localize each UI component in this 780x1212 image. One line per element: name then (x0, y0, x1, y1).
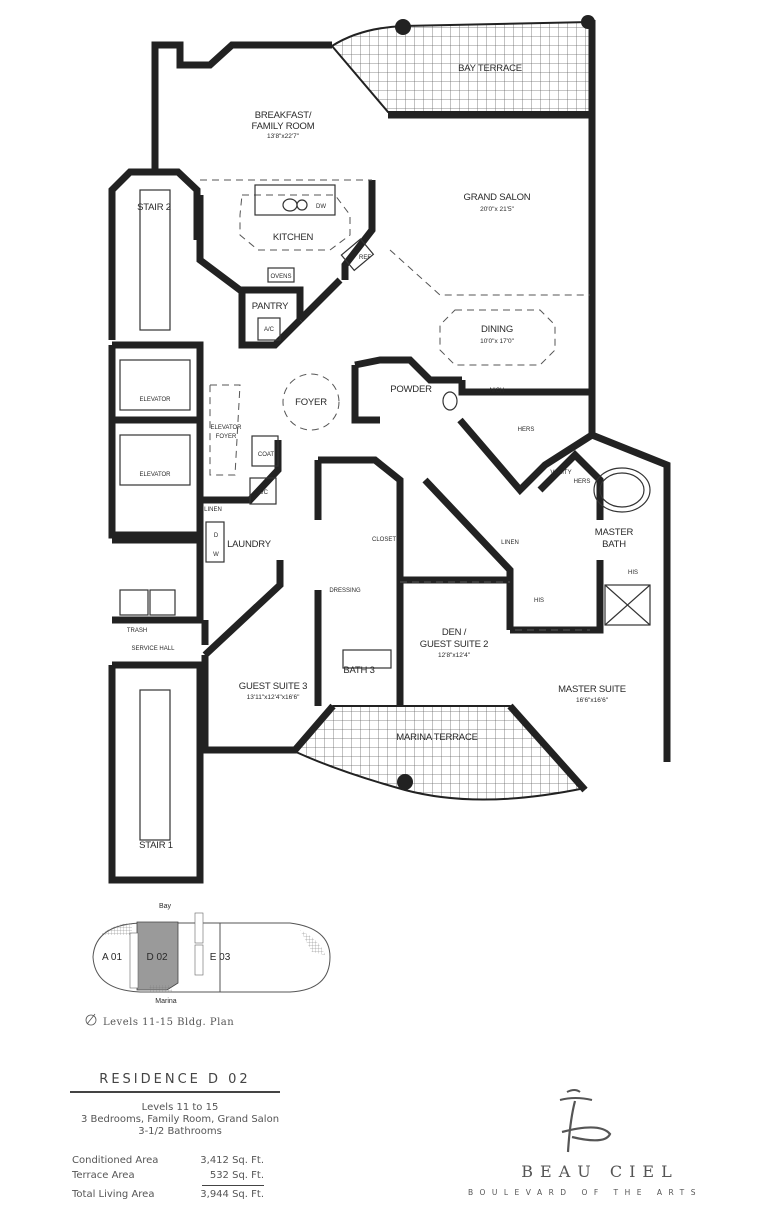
keyplan-caption: Levels 11-15 Bldg. Plan (103, 1017, 235, 1028)
label-service-hall: SERVICE HALL (132, 646, 176, 652)
area-value: 3,412 Sq. Ft. (200, 1155, 264, 1166)
keyplan-unit-e03: E 03 (210, 952, 231, 963)
north-arrow-icon (85, 1013, 97, 1026)
residence-bedrooms: 3 Bedrooms, Family Room, Grand Salon (80, 1114, 280, 1125)
label-trash: TRASH (127, 628, 147, 634)
label-linen: LINEN (204, 507, 222, 513)
room-label-hers-closet: HERS (518, 427, 535, 433)
label-hers-vanity: HERS (574, 479, 591, 485)
room-label-his-closet: HIS (534, 598, 544, 604)
marina-terrace (294, 705, 587, 801)
keyplan-label-bay: Bay (159, 903, 172, 910)
room-label-grand-salon: GRAND SALON (464, 192, 531, 203)
label-linen: LINEN (501, 540, 519, 546)
room-label-dining: DINING (481, 324, 513, 335)
room-label-kitchen: KITCHEN (273, 232, 314, 243)
residence-title: RESIDENCE D 02 (70, 1072, 280, 1093)
room-label-powder: POWDER (390, 384, 432, 395)
room-label-marina-terrace: MARINA TERRACE (396, 732, 478, 743)
key-plan: Bay Marina A 01 D 02 E 03 (85, 903, 331, 1026)
residence-levels: Levels 11 to 15 (141, 1102, 219, 1113)
area-row-terrace: Terrace Area 532 Sq. Ft. (72, 1170, 264, 1181)
brand-tagline: BOULEVARD OF THE ARTS (467, 1188, 703, 1197)
room-label-elevator: ELEVATOR (139, 472, 171, 478)
label-washer: W (213, 552, 219, 558)
room-label-pantry: PANTRY (252, 301, 289, 312)
label-ovens: OVENS (270, 274, 291, 280)
label-his-vanity: HIS (628, 570, 638, 576)
room-label-stair-1: STAIR 1 (139, 840, 173, 851)
label-dryer: D (214, 533, 219, 539)
label-niche: NICH (490, 388, 505, 394)
room-dim-grand-salon: 20'0"x 21'5" (480, 206, 515, 213)
room-label-laundry: LAUNDRY (227, 539, 272, 550)
room-label-guest-suite-2: GUEST SUITE 2 (420, 639, 489, 650)
room-label-den: DEN / (442, 627, 467, 638)
room-dim-guest-suite-2: 12'8"x12'4" (438, 652, 471, 659)
walls (108, 20, 671, 884)
column (395, 19, 411, 35)
room-label-dressing: DRESSING (329, 588, 361, 594)
label-coat: COAT (258, 452, 275, 458)
room-label-breakfast: BREAKFAST/ (255, 110, 312, 121)
room-label-master-suite: MASTER SUITE (558, 684, 626, 695)
room-label-elevator-foyer: ELEVATOR (210, 425, 242, 431)
beau-ciel-logo-mark (559, 1089, 612, 1153)
room-label-elevator-foyer: FOYER (216, 434, 237, 440)
residence-description: Levels 11 to 15 3 Bedrooms, Family Room,… (60, 1102, 300, 1138)
area-value: 3,944 Sq. Ft. (200, 1189, 264, 1200)
residence-bathrooms: 3-1/2 Bathrooms (138, 1126, 222, 1137)
area-row-conditioned: Conditioned Area 3,412 Sq. Ft. (72, 1155, 264, 1166)
label-dishwasher: DW (316, 204, 326, 210)
area-label: Terrace Area (72, 1170, 135, 1181)
room-dim-dining: 10'0"x 17'0" (480, 338, 515, 345)
fixtures (119, 184, 651, 841)
label-ac: A/C (264, 327, 275, 333)
room-label-elevator: ELEVATOR (139, 397, 171, 403)
room-label-bath-3: BATH 3 (343, 665, 374, 676)
room-label-master-bath: BATH (602, 539, 626, 550)
total-divider (202, 1185, 264, 1186)
label-ac: A/C (258, 490, 269, 496)
room-label-bay-terrace: BAY TERRACE (458, 63, 522, 74)
keyplan-label-marina: Marina (155, 998, 177, 1005)
area-value: 532 Sq. Ft. (209, 1170, 264, 1181)
brand-name: BEAU CIEL (521, 1162, 679, 1181)
room-label-master-bath: MASTER (595, 527, 634, 538)
area-label: Total Living Area (72, 1189, 155, 1200)
room-label-family-room: FAMILY ROOM (252, 121, 315, 132)
room-dim-family-room: 13'8"x22'7" (267, 133, 300, 140)
area-row-total: Total Living Area 3,944 Sq. Ft. (72, 1189, 264, 1200)
keyplan-unit-d02: D 02 (146, 952, 168, 963)
column (397, 774, 413, 790)
keyplan-unit-a01: A 01 (102, 952, 122, 963)
label-vanity: VANITY (550, 470, 571, 476)
room-label-guest-suite-3: GUEST SUITE 3 (239, 681, 308, 692)
room-labels: BAY TERRACE BREAKFAST/ FAMILY ROOM 13'8"… (127, 63, 638, 851)
room-label-foyer: FOYER (295, 397, 327, 408)
area-label: Conditioned Area (72, 1155, 159, 1166)
label-closet: CLOSET (372, 537, 396, 543)
room-dim-guest-suite-3: 13'11"x12'4"x16'6" (247, 694, 301, 701)
dashed-outlines (200, 179, 590, 631)
room-label-stair-2: STAIR 2 (137, 202, 171, 213)
label-refrigerator: REF (359, 255, 371, 261)
room-dim-master-suite: 16'6"x16'6" (576, 697, 609, 704)
